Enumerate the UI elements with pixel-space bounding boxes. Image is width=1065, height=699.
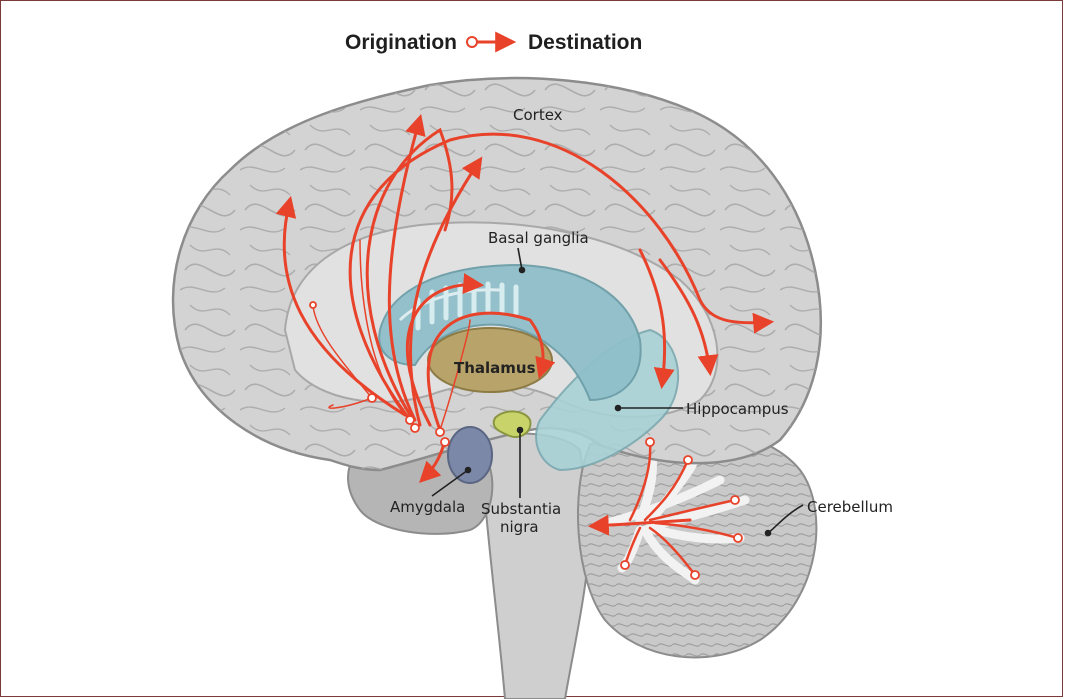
pathway-thin-1 (312, 304, 373, 399)
origin-marker (367, 393, 377, 403)
label-hippocampus: Hippocampus (686, 400, 789, 418)
pathway-arc-occipital (348, 132, 775, 422)
pathway-cb-4 (653, 521, 740, 540)
pathway-frontal-arc (365, 127, 454, 417)
leader-amygdala (431, 469, 469, 497)
pathway-cb-5 (648, 526, 697, 577)
origin-marker (733, 533, 743, 543)
cerebellum (577, 423, 818, 659)
origin-marker (690, 570, 700, 580)
legend-origin-circle (466, 36, 478, 48)
label-basal-ganglia: Basal ganglia (488, 229, 589, 247)
origin-marker (620, 560, 630, 570)
origin-marker (440, 437, 450, 447)
pathway-cb-1 (628, 440, 652, 522)
pathway-to-thalamus (426, 311, 556, 432)
label-cortex: Cortex (513, 106, 563, 124)
basal-ganglia (378, 263, 642, 402)
origin-marker (410, 423, 420, 433)
label-substantia-nigra-1: Substantia (481, 500, 561, 518)
legend: Origination Destination (345, 31, 642, 54)
origin-markers (309, 301, 743, 580)
pathway-frontal-up (387, 113, 426, 422)
label-cerebellum: Cerebellum (807, 498, 893, 516)
pathway-thin-2 (328, 397, 373, 409)
pathway-cb-3 (648, 498, 737, 522)
pathway-cerebellum-out (587, 514, 692, 536)
legend-destination: Destination (528, 31, 642, 54)
pathway-arc-posterior2 (638, 248, 675, 390)
origin-marker (309, 301, 317, 309)
label-thalamus: Thalamus (454, 359, 536, 377)
pathway-arc-posterior (658, 258, 719, 377)
legend-origination: Origination (345, 31, 457, 54)
amygdala (447, 426, 493, 484)
pathway-thin-4 (439, 319, 471, 431)
pathway-thin-3 (359, 239, 411, 421)
origin-marker (730, 495, 740, 505)
origin-marker (683, 455, 693, 465)
origin-marker (435, 427, 445, 437)
label-amygdala: Amygdala (390, 498, 465, 516)
pathway-frontal-left (275, 195, 407, 417)
label-substantia-nigra-2: nigra (500, 518, 539, 536)
leader-lines (431, 247, 804, 537)
pathway-to-bg (405, 273, 485, 427)
origin-marker (645, 437, 655, 447)
leader-basal-ganglia (517, 247, 523, 271)
origin-marker (405, 415, 415, 425)
pathways (275, 113, 775, 577)
brainstem (484, 432, 592, 699)
pathway-cb-2 (643, 458, 690, 522)
